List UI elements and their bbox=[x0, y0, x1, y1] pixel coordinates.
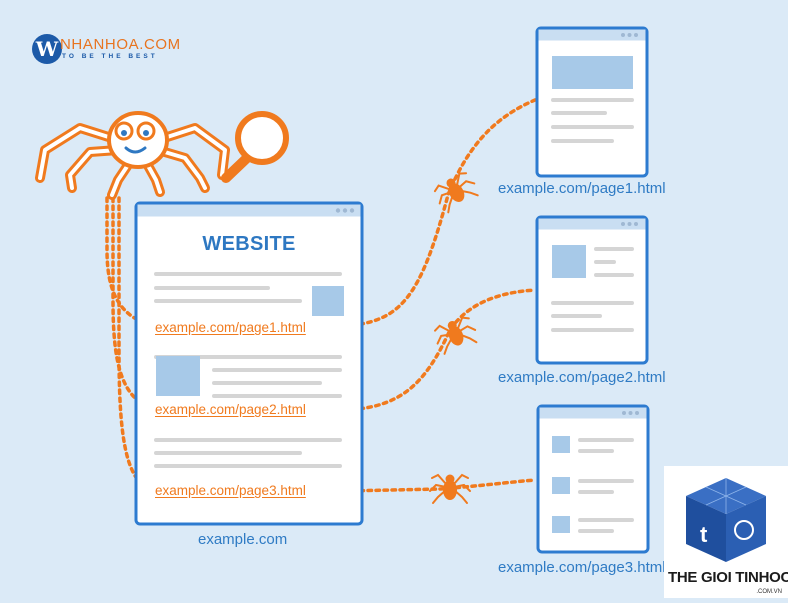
website-caption: example.com bbox=[198, 531, 288, 548]
link-path-2 bbox=[342, 288, 537, 412]
crawler-smile bbox=[124, 146, 147, 154]
website-link-3[interactable]: example.com/page3.html bbox=[155, 483, 306, 498]
page-card-3 bbox=[536, 404, 650, 554]
mini-spiders bbox=[429, 172, 479, 504]
magnifier-icon bbox=[221, 111, 289, 183]
link-path-1 bbox=[342, 98, 537, 328]
mini-spider-icon bbox=[433, 172, 479, 214]
website-link-2[interactable]: example.com/page2.html bbox=[155, 402, 306, 417]
watermark: t THE GIOI TINHOC .COM.VN bbox=[664, 466, 788, 598]
text-lines bbox=[154, 272, 342, 468]
website-title: WEBSITE bbox=[202, 233, 296, 255]
link-path-3 bbox=[342, 478, 537, 493]
crawler-body bbox=[107, 111, 169, 169]
watermark-subtext: .COM.VN bbox=[756, 589, 782, 595]
page-caption-1: example.com/page1.html bbox=[498, 180, 666, 197]
website-link-1[interactable]: example.com/page1.html bbox=[155, 320, 306, 335]
page-card-2 bbox=[535, 215, 649, 365]
watermark-text: THE GIOI TINHOC bbox=[668, 569, 788, 586]
website-card bbox=[134, 201, 364, 526]
crawler-legs-fill bbox=[38, 126, 227, 197]
svg-text:t: t bbox=[700, 522, 708, 547]
mini-spider-icon bbox=[429, 473, 471, 504]
crawler-spider bbox=[35, 111, 289, 200]
brand-name: NHANHOA.COM bbox=[60, 36, 181, 53]
page-caption-2: example.com/page2.html bbox=[498, 369, 666, 386]
page-card-1 bbox=[535, 26, 649, 178]
mini-spider-icon bbox=[434, 316, 478, 355]
watermark-cube-icon: t bbox=[686, 478, 766, 562]
image-placeholder bbox=[156, 356, 200, 396]
brand-tagline: TO BE THE BEST bbox=[62, 53, 158, 60]
window-dots bbox=[335, 208, 355, 213]
image-placeholder bbox=[312, 286, 344, 316]
brand-mark-icon: W bbox=[32, 34, 62, 64]
page-caption-3: example.com/page3.html bbox=[498, 559, 666, 576]
